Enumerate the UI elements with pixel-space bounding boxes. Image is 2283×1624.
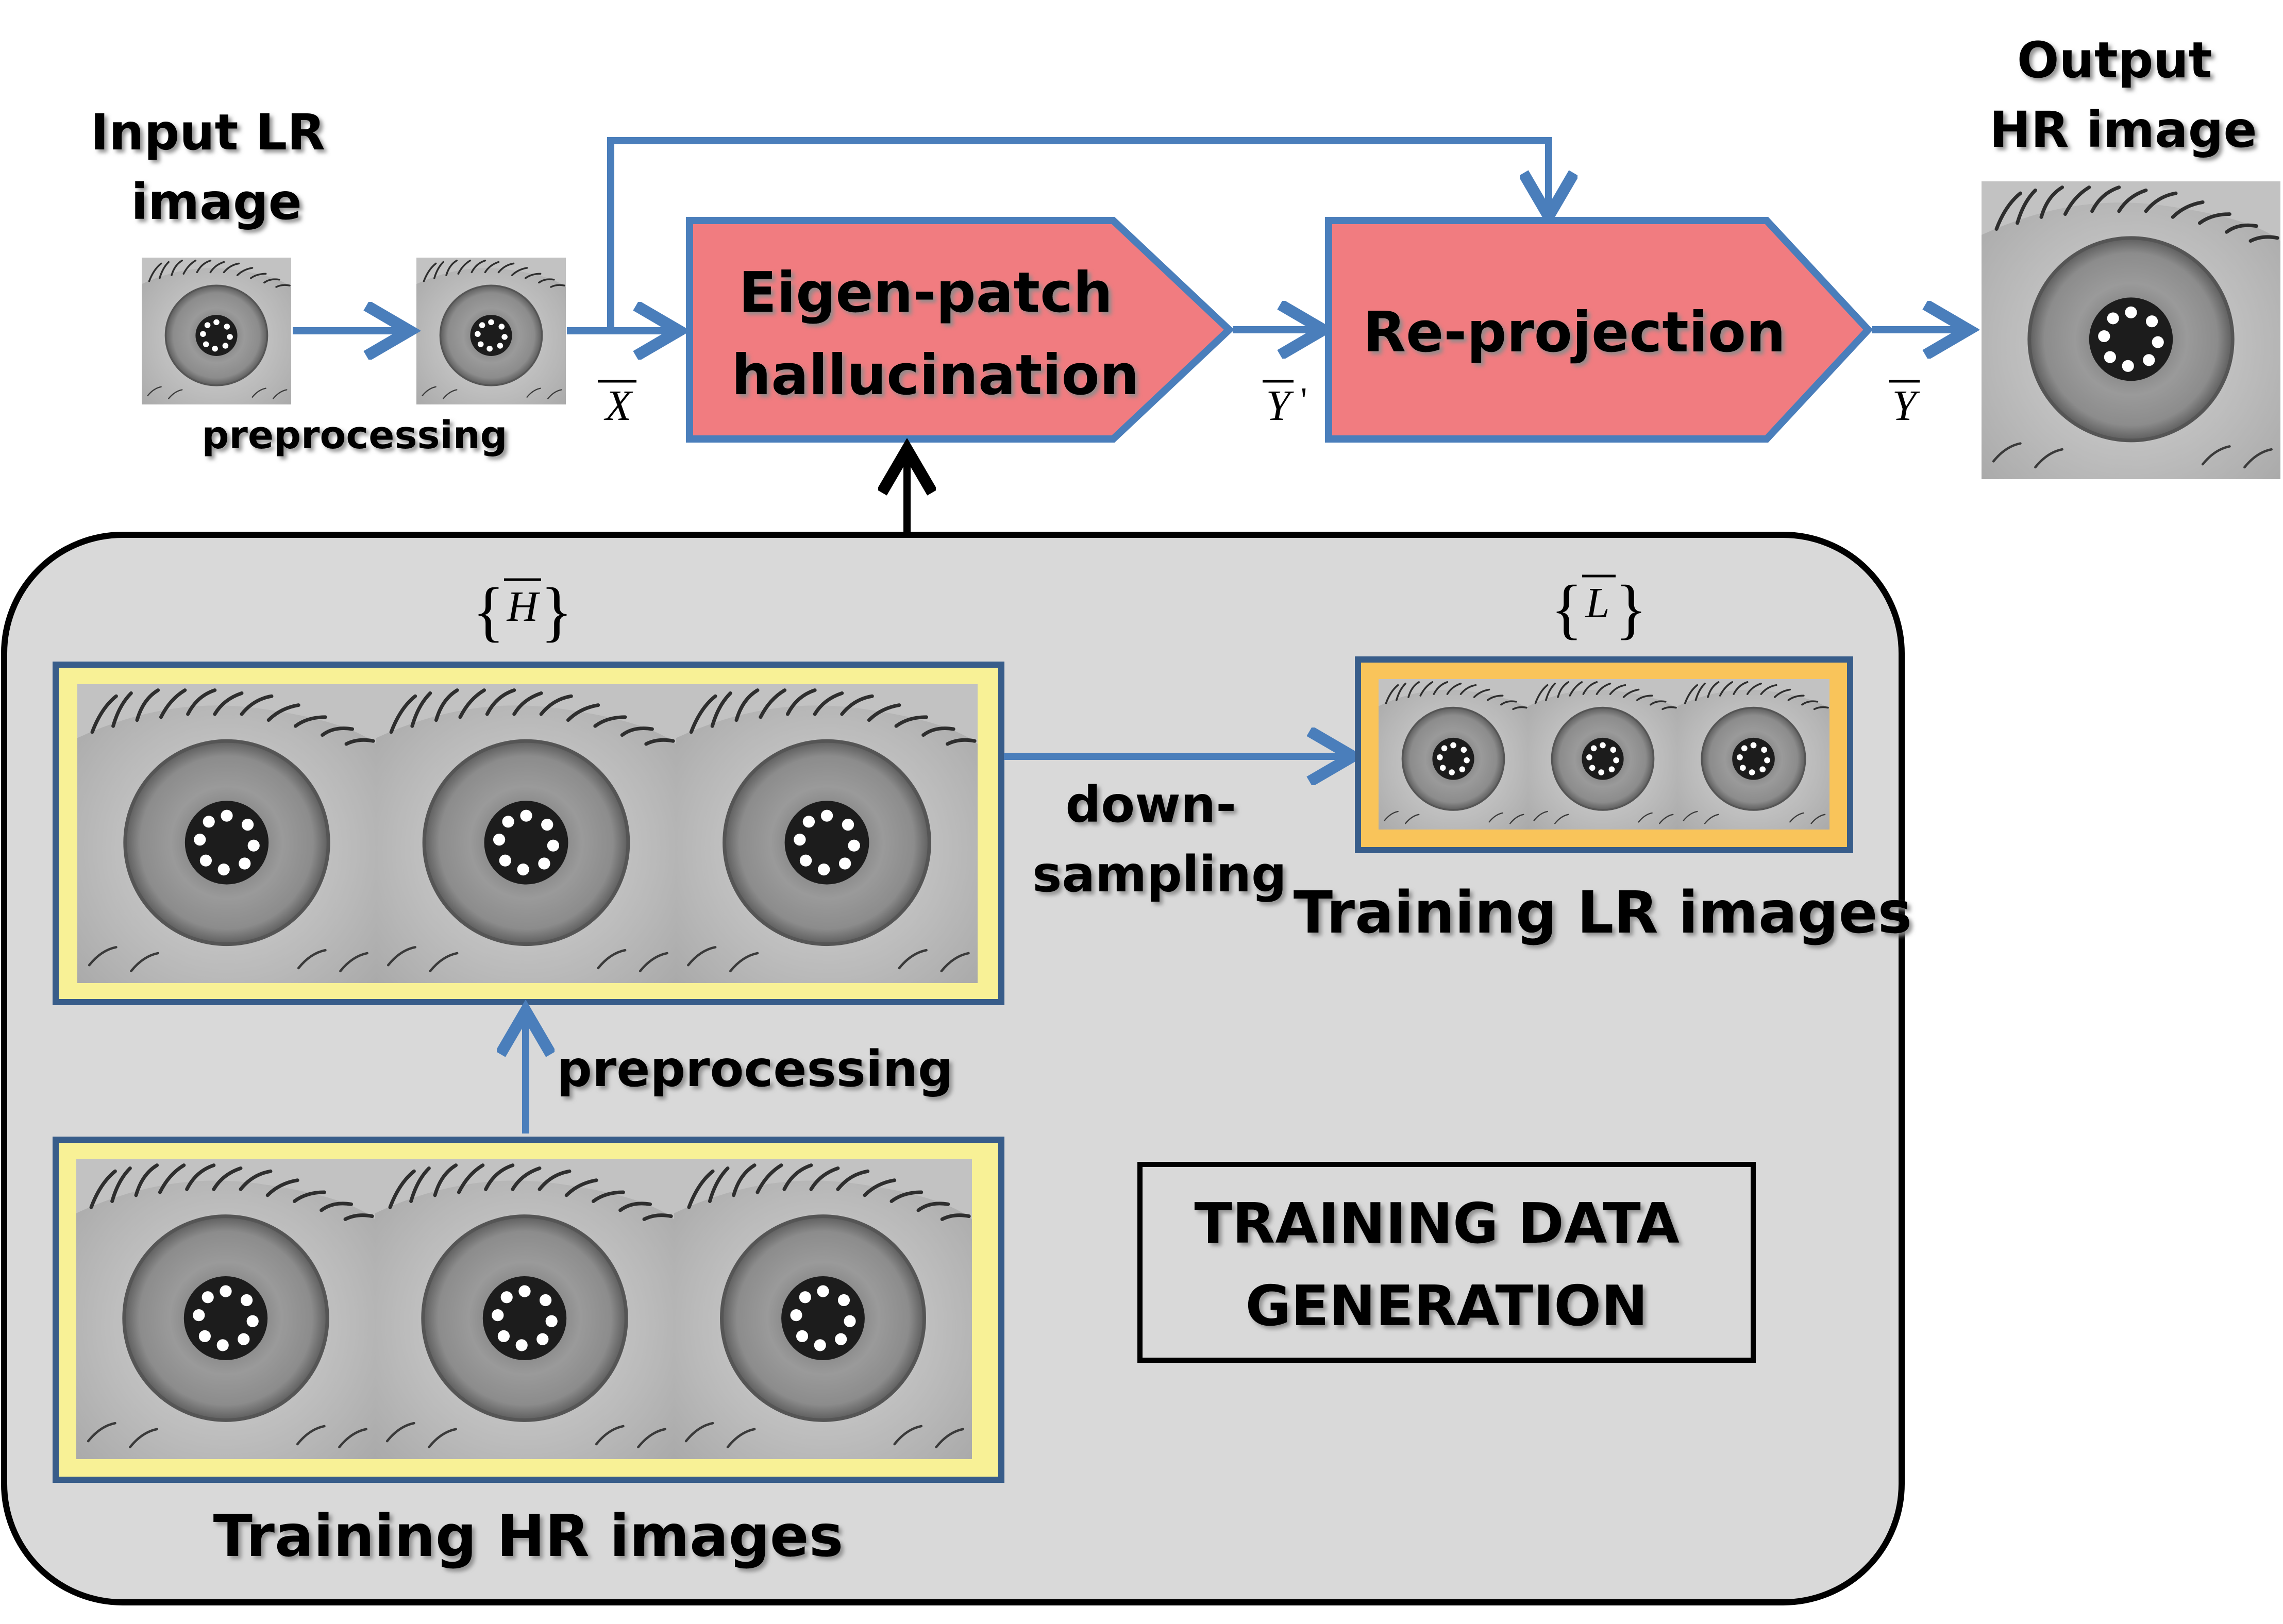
svg-text:L: L [1585,579,1610,627]
output-title: Output HR image [1989,31,2257,159]
svg-text:X: X [603,382,633,430]
svg-text:Y: Y [1266,382,1295,430]
preprocessing-bottom-label: preprocessing [557,1040,953,1098]
eigen-patch-hallucination-block [686,217,1235,443]
down-sampling-label: down- sampling [1032,776,1287,903]
svg-text:{: { [473,574,505,649]
skip-connection-arrow [607,137,1549,331]
re-projection-block [1325,217,1873,443]
input-lr-image [142,258,291,404]
preprocessed-hr-images-frame [53,662,1004,1005]
svg-text:}: } [541,574,573,649]
svg-text:H: H [507,583,541,631]
svg-text:Y: Y [1892,382,1921,430]
re-projection-label: Re-projection [1363,300,1786,365]
svg-text:}: } [1615,572,1647,646]
preprocessing-top-label: preprocessing [202,413,507,458]
svg-text:{: { [1551,572,1583,646]
x-bar-symbol: X [598,380,636,430]
input-title: Input LR image [91,104,343,231]
output-hr-image [1982,181,2280,479]
y-bar-prime-symbol: Y ' [1263,380,1307,430]
y-bar-symbol: Y [1889,380,1921,430]
set-h-bar-symbol: { H } [473,574,573,649]
training-data-generation-box [1137,1162,1756,1363]
training-lr-images-label: Training LR images [1294,879,1912,946]
set-l-bar-symbol: { L } [1551,572,1647,646]
training-data-generation-label: TRAINING DATA GENERATION [1194,1192,1699,1339]
training-lr-images-frame [1355,656,1853,853]
eigen-patch-label: Eigen-patch hallucination [731,261,1139,408]
svg-text:': ' [1301,381,1307,420]
training-hr-images-frame [53,1137,1004,1483]
training-hr-images-label: Training HR images [213,1503,844,1570]
preprocessed-lr-image [416,258,566,404]
